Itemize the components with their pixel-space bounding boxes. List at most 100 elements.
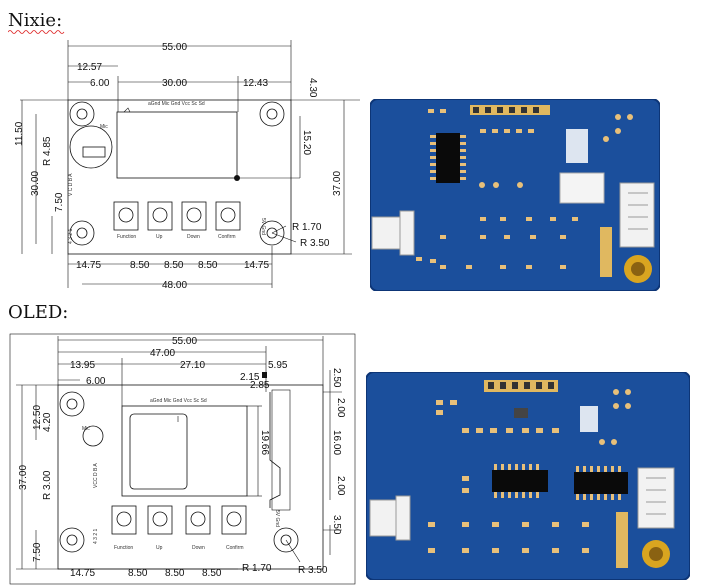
nixie-btn-label-function: Function bbox=[117, 234, 136, 240]
nixie-board-outline bbox=[67, 99, 292, 255]
nixie-dim-top-offset: 4.30 bbox=[307, 78, 318, 98]
nixie-mic-label: Mic bbox=[100, 124, 108, 130]
oled-dim-display-width: 27.10 bbox=[180, 360, 205, 371]
nixie-mic bbox=[69, 125, 113, 169]
nixie-pin-header bbox=[470, 105, 550, 115]
oled-dim-bottom-left: 7.50 bbox=[32, 542, 43, 562]
nixie-dim-left-total: 30.00 bbox=[30, 171, 41, 196]
nixie-btn-label-down: Down bbox=[187, 234, 200, 240]
oled-dim-btn-gap2: 8.50 bbox=[165, 568, 185, 579]
oled-ic-chip-1 bbox=[492, 464, 548, 498]
oled-frame bbox=[9, 333, 356, 585]
nixie-dim-display-width: 30.00 bbox=[162, 78, 187, 89]
nixie-button-function bbox=[113, 201, 139, 231]
nixie-dim-btn-gap3: 8.50 bbox=[198, 260, 218, 271]
oled-mount-hole-bl bbox=[59, 527, 85, 553]
oled-power-label: 5V Gnd bbox=[274, 510, 280, 527]
nixie-dim-btn-right: 14.75 bbox=[244, 260, 269, 271]
oled-btn-label-function: Function bbox=[114, 545, 133, 551]
oled-dim-top-left-a: 12.50 bbox=[32, 405, 43, 430]
oled-button-function bbox=[111, 505, 137, 535]
nixie-dim-bottom-left: 7.50 bbox=[54, 192, 65, 212]
nixie-header-pins: aGnd Mic Gnd Vcc Sc Sd bbox=[148, 101, 205, 107]
oled-dim-right-gap-bottom: 2.00 bbox=[335, 476, 346, 496]
spellcheck-underline bbox=[8, 30, 65, 34]
oled-dim-conn-height: 16.00 bbox=[331, 430, 342, 455]
nixie-dim-right-hole: 12.43 bbox=[243, 78, 268, 89]
nixie-dim-btn-gap1: 8.50 bbox=[130, 260, 150, 271]
nixie-dim-btn-gap2: 8.50 bbox=[164, 260, 184, 271]
nixie-jst-connector bbox=[371, 210, 415, 256]
oled-dim-btn-left: 14.75 bbox=[70, 568, 95, 579]
nixie-button-up bbox=[147, 201, 173, 231]
oled-side-pins: VCC D B A bbox=[93, 463, 99, 488]
oled-dim-small-b: 2.85 bbox=[250, 380, 270, 391]
nixie-dim-hole-r1: R 1.70 bbox=[292, 222, 322, 233]
nixie-pin-numbers: 4 3 2 1 bbox=[68, 228, 74, 244]
oled-dim-inner-width: 47.00 bbox=[150, 348, 175, 359]
oled-connector-outline bbox=[269, 392, 281, 508]
nixie-dim-left-height: 11.50 bbox=[14, 121, 25, 146]
oled-btn-label-confirm: Confirm bbox=[226, 545, 244, 551]
oled-ic-chip-2 bbox=[574, 466, 628, 500]
oled-dim-left-offset: 13.95 bbox=[70, 360, 95, 371]
nixie-dimension-drawing: Mic aGnd Mic Gnd Vcc Sc Sd Function Up D… bbox=[14, 40, 360, 291]
oled-dimension-drawing: Mic aGnd Mic Gnd Vcc Sc Sd Function Up D… bbox=[9, 333, 356, 585]
oled-dim-hole-r2: R 3.50 bbox=[298, 565, 328, 576]
oled-button-confirm bbox=[221, 505, 247, 535]
oled-pin-numbers: 4 3 2 1 bbox=[93, 528, 99, 544]
oled-dim-small-a: 2.15 bbox=[240, 372, 260, 383]
oled-btn-label-down: Down bbox=[192, 545, 205, 551]
nixie-mount-hole-bl bbox=[69, 220, 95, 246]
oled-display-frame bbox=[121, 405, 248, 497]
nixie-button-down bbox=[181, 201, 207, 231]
nixie-dim-total-width: 55.00 bbox=[162, 42, 187, 53]
nixie-side-connector bbox=[619, 182, 655, 248]
oled-dim-btn-gap3: 8.50 bbox=[202, 568, 222, 579]
nixie-power-label: 5V Gnd bbox=[260, 218, 266, 235]
nixie-dim-hole-inset: 6.00 bbox=[90, 78, 110, 89]
oled-dim-btn-gap1: 8.50 bbox=[128, 568, 148, 579]
nixie-side-pins: V C D B A bbox=[68, 173, 74, 196]
nixie-btn-label-confirm: Confirm bbox=[218, 234, 236, 240]
nixie-ic-chip bbox=[430, 133, 466, 183]
nixie-dim-radius-mic: R 4.85 bbox=[42, 136, 53, 166]
nixie-dim-right-height: 15.20 bbox=[301, 130, 312, 155]
oled-button-up bbox=[147, 505, 173, 535]
oled-dim-top-left-b: 4.20 bbox=[42, 412, 53, 432]
nixie-dim-bottom-span: 48.00 bbox=[162, 280, 187, 291]
oled-dim-radius: R 3.00 bbox=[42, 470, 53, 500]
oled-dim-display-height: 19.66 bbox=[259, 430, 270, 455]
oled-dim-hole-r1: R 1.70 bbox=[242, 563, 272, 574]
oled-dim-bottom-right: 3.50 bbox=[331, 515, 342, 535]
oled-mic bbox=[82, 425, 104, 447]
oled-dim-total-width: 55.00 bbox=[172, 336, 197, 347]
oled-display-screen bbox=[129, 413, 188, 490]
nixie-pcb-render bbox=[370, 99, 660, 291]
nixie-dim-total-height: 37.00 bbox=[332, 171, 343, 196]
oled-jst-connector bbox=[369, 495, 411, 541]
nixie-dim-left-to-hole: 12.57 bbox=[77, 62, 102, 73]
oled-dim-right-gap-top: 2.00 bbox=[335, 398, 346, 418]
oled-dim-total-height: 37.00 bbox=[18, 465, 29, 490]
oled-button-down bbox=[185, 505, 211, 535]
nixie-dim-hole-r2: R 3.50 bbox=[300, 238, 330, 249]
nixie-mount-hole-tl bbox=[69, 101, 95, 127]
oled-header-pins: aGnd Mic Gnd Vcc Sc Sd bbox=[150, 398, 207, 404]
oled-mount-hole-tl bbox=[59, 391, 85, 417]
nixie-pcb-board bbox=[370, 99, 660, 291]
nixie-button-confirm bbox=[215, 201, 241, 231]
oled-pin-header bbox=[484, 380, 558, 392]
oled-mount-hole-br bbox=[273, 527, 299, 553]
oled-dim-top-right: 2.50 bbox=[331, 368, 342, 388]
nixie-mount-hole-br bbox=[259, 220, 285, 246]
oled-mic-label: Mic bbox=[82, 426, 90, 432]
oled-section-title: OLED: bbox=[8, 302, 69, 323]
oled-dim-right-conn: 5.95 bbox=[268, 360, 288, 371]
oled-pcb-render bbox=[366, 372, 690, 580]
nixie-mount-hole-tr bbox=[259, 101, 285, 127]
oled-btn-label-up: Up bbox=[156, 545, 163, 551]
nixie-dim-btn-left: 14.75 bbox=[76, 260, 101, 271]
nixie-section-title: Nixie: bbox=[8, 10, 63, 31]
oled-side-connector bbox=[637, 467, 675, 529]
